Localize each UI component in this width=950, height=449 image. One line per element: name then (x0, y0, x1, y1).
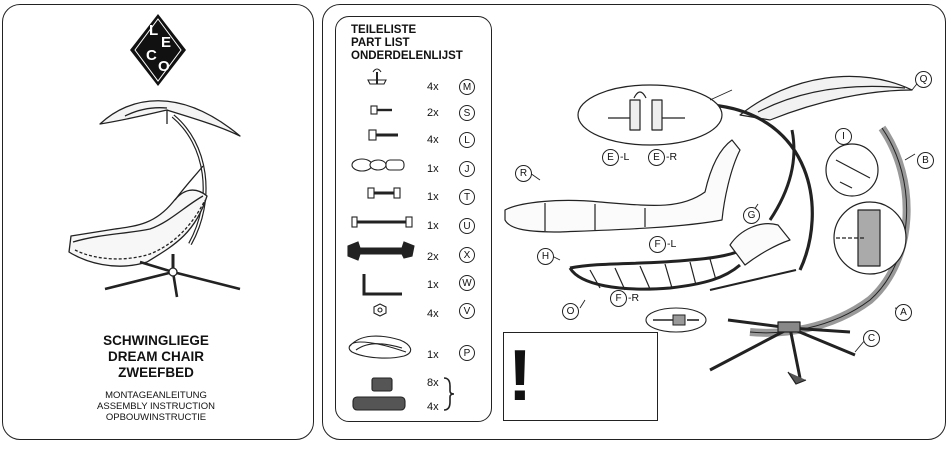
part-qty-l: 4x (427, 134, 439, 146)
logo-letter-e: E (161, 34, 171, 51)
frame-o (570, 265, 740, 289)
wrench-icon (348, 242, 414, 260)
part-code-v: V (459, 303, 475, 319)
part-list-heading-en: PART LIST (351, 37, 410, 49)
label-o: O (562, 303, 579, 320)
label-f-left: F (649, 236, 666, 253)
product-title-de: SCHWINGLIEGE (0, 333, 312, 348)
part-code-w: W (459, 275, 475, 291)
part-qty-t: 1x (427, 191, 439, 203)
instruction-label-de: MONTAGEANLEITUNG (0, 391, 312, 402)
caps-brace-icon (442, 376, 456, 412)
part-qty-w: 1x (427, 279, 439, 291)
part-code-x: X (459, 247, 475, 263)
bolt-nut-icon (368, 188, 400, 198)
nut-icon (374, 304, 386, 316)
label-c: C (863, 330, 880, 347)
label-f-right-suffix: -R (628, 292, 639, 304)
part-code-m: M (459, 79, 475, 95)
part-qty-s: 2x (427, 107, 439, 119)
part-code-t: T (459, 189, 475, 205)
part-qty-m: 4x (427, 81, 439, 93)
long-bolt-icon (352, 217, 412, 227)
long-cap-icon (353, 397, 405, 410)
part-code-s: S (459, 105, 475, 121)
label-q: Q (915, 71, 932, 88)
part-code-j: J (459, 161, 475, 177)
logo-letter-c: C (146, 47, 157, 64)
label-b: B (917, 152, 934, 169)
part-code-u: U (459, 218, 475, 234)
cap-qty-long: 4x (427, 401, 439, 413)
backrest-g (730, 224, 790, 265)
cover-chair-illustration (55, 84, 255, 299)
connector-detail (645, 307, 707, 333)
rope-icon (349, 336, 410, 358)
product-title-en: DREAM CHAIR (0, 349, 312, 364)
part-code-p: P (459, 345, 475, 361)
part-code-l: L (459, 132, 475, 148)
bolt-icon (369, 130, 398, 140)
logo-letter-o: O (158, 58, 170, 75)
instruction-label-nl: OPBOUWINSTRUCTIE (0, 413, 312, 424)
label-e-left: E (602, 149, 619, 166)
part-qty-x: 2x (427, 251, 439, 263)
label-r: R (515, 165, 532, 182)
label-f-left-suffix: -L (667, 238, 676, 250)
snap-hook-icon (352, 159, 404, 171)
label-f-right: F (610, 290, 627, 307)
part-qty-v: 4x (427, 308, 439, 320)
cap-qty-short: 8x (427, 377, 439, 389)
knob-screw-icon (368, 69, 386, 84)
label-e-right-suffix: -R (666, 151, 677, 163)
allen-key-icon (364, 274, 402, 294)
short-screw-icon (371, 106, 392, 114)
label-a: A (895, 304, 912, 321)
label-e-right: E (648, 149, 665, 166)
instruction-label-en: ASSEMBLY INSTRUCTION (0, 402, 312, 413)
part-icons (340, 64, 424, 424)
product-title-nl: ZWEEFBED (0, 365, 312, 380)
assembly-diagram (500, 60, 930, 400)
label-g: G (743, 207, 760, 224)
part-qty-p: 1x (427, 349, 439, 361)
canopy (740, 76, 912, 120)
part-qty-u: 1x (427, 220, 439, 232)
short-cap-icon (372, 378, 392, 391)
label-i: I (835, 128, 852, 145)
part-qty-j: 1x (427, 163, 439, 175)
part-list-heading-de: TEILELISTE (351, 24, 416, 36)
logo-letter-l: L (149, 22, 158, 39)
label-e-left-suffix: -L (620, 151, 629, 163)
part-list-heading-nl: ONDERDELENLIJST (351, 50, 463, 62)
label-h: H (537, 248, 554, 265)
